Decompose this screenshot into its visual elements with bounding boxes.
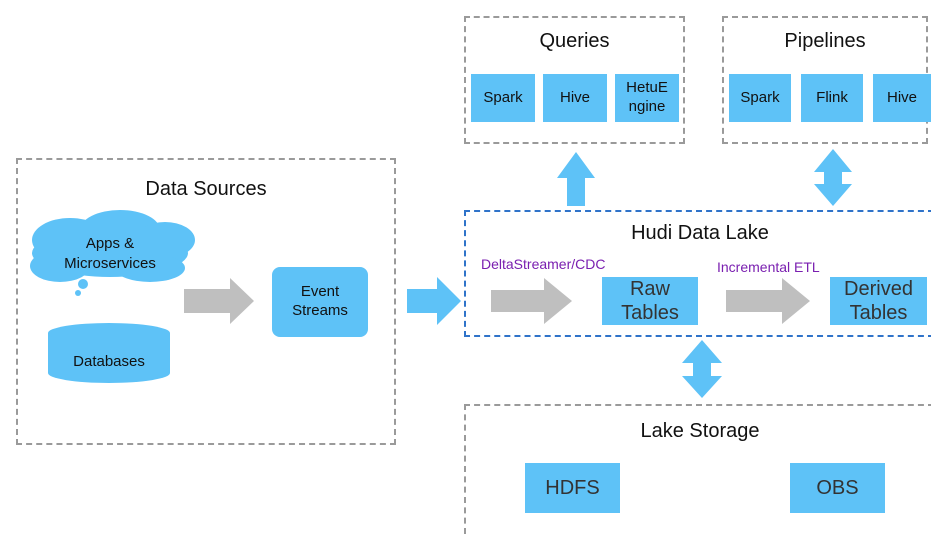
database-icon xyxy=(48,323,170,383)
hudi-data-lake-group: Hudi Data Lake xyxy=(464,210,931,337)
arrow-lake-pipelines xyxy=(814,149,852,206)
arrow-lake-to-queries xyxy=(557,152,595,206)
pipeline-engine-label: Flink xyxy=(816,88,848,106)
lake-storage-group: Lake Storage xyxy=(464,404,931,534)
queries-title: Queries xyxy=(539,30,610,52)
pipeline-engine-label: Hive xyxy=(886,88,917,106)
arrow-lake-storage xyxy=(682,340,722,398)
pipeline-engine-flink: Flink xyxy=(801,74,863,122)
arrow-ingest-to-raw xyxy=(491,278,572,324)
incremental-etl-label: Incremental ETL xyxy=(717,259,820,275)
lake-storage-title: Lake Storage xyxy=(640,420,760,442)
hudi-data-lake-title: Hudi Data Lake xyxy=(631,222,769,244)
arrow-sources-to-streams xyxy=(184,278,254,324)
derived-tables-box: Derived Tables xyxy=(830,277,927,325)
query-engine-hive: Hive xyxy=(543,74,607,122)
apps-microservices-label: Apps & Microservices xyxy=(64,235,156,272)
arrow-raw-to-derived xyxy=(726,278,810,324)
storage-obs-box: OBS xyxy=(790,463,885,513)
query-engine-label: Hive xyxy=(559,88,590,106)
data-sources-group: Data Sources xyxy=(16,158,396,445)
query-engine-label: Spark xyxy=(483,88,523,106)
pipeline-engine-label: Spark xyxy=(740,88,780,106)
storage-label: HDFS xyxy=(545,477,600,499)
event-streams-label: Event Streams xyxy=(292,283,348,319)
cloud-icon xyxy=(30,210,195,296)
derived-tables-label: Derived Tables xyxy=(844,278,913,324)
query-engine-spark: Spark xyxy=(471,74,535,122)
pipelines-title: Pipelines xyxy=(784,30,866,52)
deltastreamer-cdc-label: DeltaStreamer/CDC xyxy=(481,256,606,272)
query-engine-hetuengine: HetuE ngine xyxy=(615,74,679,122)
data-sources-title: Data Sources xyxy=(145,178,267,200)
storage-label: OBS xyxy=(816,477,859,499)
raw-tables-box: Raw Tables xyxy=(602,277,698,325)
pipeline-engine-spark: Spark xyxy=(729,74,791,122)
event-streams-box: Event Streams xyxy=(272,267,368,337)
queries-group: Queries xyxy=(464,16,685,144)
arrow-streams-to-lake xyxy=(407,277,461,325)
databases-label: Databases xyxy=(73,353,145,370)
pipeline-engine-hive: Hive xyxy=(873,74,931,122)
raw-tables-label: Raw Tables xyxy=(621,278,679,324)
storage-hdfs-box: HDFS xyxy=(525,463,620,513)
query-engine-label: HetuE ngine xyxy=(626,79,668,115)
